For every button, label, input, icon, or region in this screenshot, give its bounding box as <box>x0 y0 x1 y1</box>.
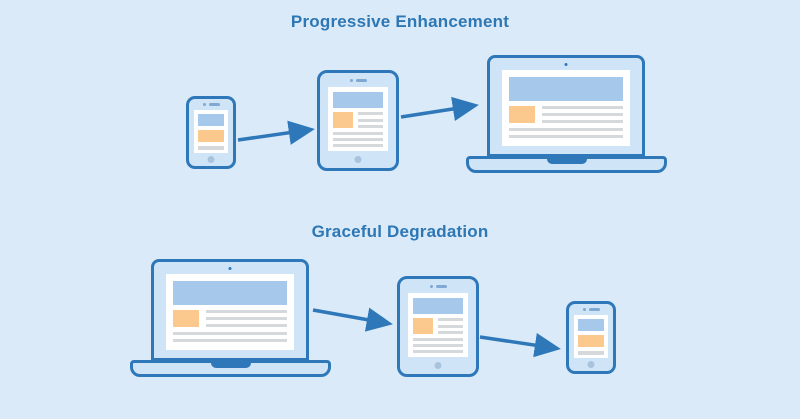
text-line <box>206 310 287 313</box>
home-button-icon <box>587 361 595 368</box>
image-block <box>413 318 433 334</box>
section-title-progressive-enhancement: Progressive Enhancement <box>290 12 510 31</box>
text-line <box>333 132 383 135</box>
speaker-icon <box>208 103 220 106</box>
trackpad-notch <box>546 158 587 164</box>
camera-icon <box>202 103 206 106</box>
text-line <box>438 331 463 334</box>
text-line <box>206 324 287 327</box>
laptop-lid <box>487 55 645 157</box>
speaker-icon <box>588 308 600 311</box>
tablet-screen <box>408 293 468 357</box>
tablet-top-detail <box>400 285 476 288</box>
laptop-screen <box>166 274 294 350</box>
arrow-phone-to-tablet-icon <box>237 120 315 145</box>
media-row <box>413 318 463 334</box>
paragraph-lines <box>173 332 287 342</box>
image-block <box>333 112 353 128</box>
phone-top-detail <box>569 308 613 311</box>
smartphone-illustration-top <box>186 96 236 169</box>
header-block <box>173 281 287 305</box>
arrow-tablet-to-phone-icon <box>479 333 561 358</box>
smartphone-illustration-bottom <box>566 301 616 374</box>
text-line <box>198 146 224 150</box>
text-line <box>578 351 604 355</box>
text-line <box>173 339 287 342</box>
text-line <box>358 125 383 128</box>
laptop-illustration-top <box>466 55 667 173</box>
header-block <box>578 319 604 331</box>
text-column <box>206 310 287 327</box>
text-line <box>438 324 463 328</box>
text-line <box>438 318 463 321</box>
image-block <box>198 130 224 142</box>
home-button-icon <box>354 156 362 163</box>
home-button-icon <box>434 362 442 369</box>
media-row <box>173 310 287 327</box>
speaker-icon <box>435 285 447 288</box>
header-block <box>333 92 383 108</box>
laptop-lid <box>151 259 309 361</box>
text-line <box>333 144 383 147</box>
speaker-icon <box>355 79 367 82</box>
text-line <box>358 112 383 115</box>
phone-screen <box>574 315 608 358</box>
laptop-base <box>130 360 331 377</box>
camera-icon <box>582 308 586 311</box>
section-title-graceful-degradation: Graceful Degradation <box>311 222 489 241</box>
text-line <box>509 128 623 131</box>
home-button-icon <box>207 156 215 163</box>
text-column <box>542 106 623 123</box>
text-line <box>173 332 287 335</box>
tablet-screen <box>328 87 388 151</box>
text-line <box>333 138 383 141</box>
phone-screen <box>194 110 228 153</box>
camera-icon <box>228 267 232 270</box>
text-line <box>413 338 463 341</box>
arrow-tablet-to-laptop-icon <box>400 96 479 122</box>
text-column <box>358 112 383 128</box>
header-block <box>509 77 623 101</box>
tablet-top-detail <box>320 79 396 82</box>
text-line <box>542 106 623 109</box>
text-line <box>509 135 623 138</box>
laptop-illustration-bottom <box>130 259 331 377</box>
text-line <box>413 344 463 347</box>
laptop-base <box>466 156 667 173</box>
media-row <box>509 106 623 123</box>
paragraph-lines <box>333 132 383 147</box>
tablet-illustration-top <box>317 70 399 171</box>
text-column <box>438 318 463 334</box>
text-line <box>358 118 383 122</box>
image-block <box>578 335 604 347</box>
laptop-screen <box>502 70 630 146</box>
media-row <box>333 112 383 128</box>
image-block <box>509 106 535 123</box>
camera-icon <box>429 285 433 288</box>
camera-icon <box>349 79 353 82</box>
image-block <box>173 310 199 327</box>
text-line <box>542 120 623 123</box>
header-block <box>413 298 463 314</box>
text-line <box>413 350 463 353</box>
paragraph-lines <box>509 128 623 138</box>
phone-top-detail <box>189 103 233 106</box>
text-line <box>206 317 287 320</box>
paragraph-lines <box>413 338 463 353</box>
tablet-illustration-bottom <box>397 276 479 377</box>
text-line <box>542 113 623 116</box>
camera-icon <box>564 63 568 66</box>
trackpad-notch <box>210 362 251 368</box>
header-block <box>198 114 224 126</box>
